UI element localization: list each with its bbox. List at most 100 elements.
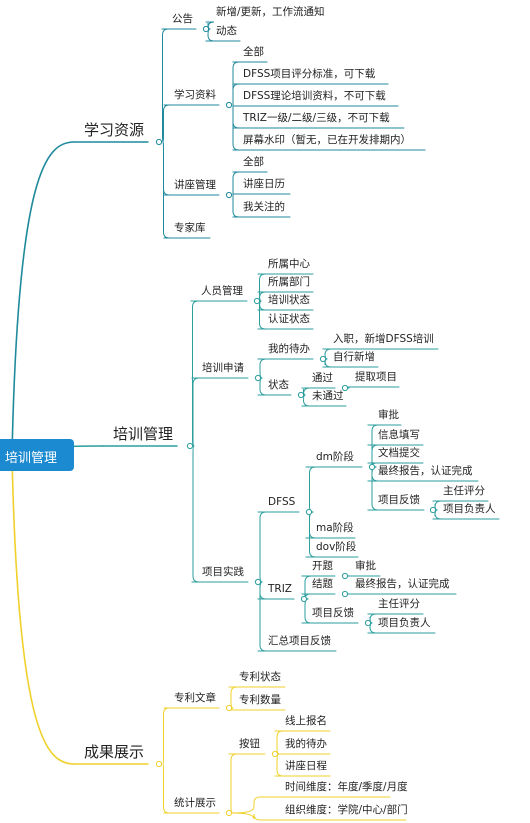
mind-map-node-2-1-2[interactable]: 组织维度：学院/中心/部门: [285, 804, 408, 816]
mind-map-node-2-1-0-0[interactable]: 线上报名: [285, 715, 327, 727]
collapse-dot-0-2[interactable]: [225, 191, 233, 199]
mind-map-collapse-dots: [155, 25, 437, 817]
edge-2: [11, 454, 75, 765]
branch-node-1[interactable]: 培训管理: [113, 425, 174, 443]
edge-2-0-0: [228, 686, 238, 709]
collapse-dot-1-2-1[interactable]: [300, 595, 308, 603]
edge-1-2-0-0: [305, 466, 316, 513]
mind-map-node-1-0-2[interactable]: 培训状态: [268, 294, 310, 306]
edge-1-2-0-0-4: [367, 466, 379, 511]
collapse-dot-1-1-1-0[interactable]: [341, 384, 349, 392]
collapse-dot-1-2-1-1[interactable]: [341, 590, 349, 598]
collapse-dot-1-2-1-0[interactable]: [341, 572, 349, 580]
mind-map-node-1-2-0-0-3[interactable]: 最终报告，认证完成: [378, 465, 473, 477]
collapse-dot-0[interactable]: [155, 138, 163, 146]
mind-map-node-2-1-0[interactable]: 按钮: [239, 738, 260, 750]
mind-map-node-1-2-1-1[interactable]: 结题: [312, 578, 333, 590]
mind-map-node-1-1-0[interactable]: 我的待办: [268, 343, 310, 355]
branch-node-2[interactable]: 成果展示: [84, 743, 145, 761]
mind-map-node-2-1-0-1[interactable]: 我的待办: [285, 738, 327, 750]
mind-map-node-1-0-0[interactable]: 所属中心: [268, 258, 310, 270]
collapse-dot-1-2-0-0-4[interactable]: [429, 506, 437, 514]
mind-map-node-1-2-0-0-0[interactable]: 审批: [378, 409, 399, 421]
mind-map-node-0-0[interactable]: 公告: [172, 13, 193, 25]
mind-map-node-1-1-1-1[interactable]: 未通过: [312, 390, 344, 402]
mind-map-node-0-2-2[interactable]: 我关注的: [243, 201, 285, 213]
mind-map-node-2-0-1[interactable]: 专利数量: [239, 694, 281, 706]
mind-map-node-0-3[interactable]: 专家库: [174, 222, 206, 234]
mind-map-node-1-2-1-2-1[interactable]: 项目负责人: [378, 617, 431, 629]
mind-map-node-0-2-1[interactable]: 讲座日历: [243, 178, 285, 190]
mind-map-node-1-2-1-0-0[interactable]: 审批: [355, 560, 376, 572]
collapse-dot-1-2[interactable]: [254, 578, 262, 586]
mind-map-node-1-1-1-0[interactable]: 通过: [312, 372, 333, 384]
mind-map-node-1-0[interactable]: 人员管理: [201, 285, 243, 297]
mind-map-node-1-1-0-1[interactable]: 自行新增: [333, 351, 375, 363]
mind-map-node-1-2-0-1[interactable]: ma阶段: [316, 522, 354, 534]
mind-map-node-1-0-3[interactable]: 认证状态: [268, 313, 310, 325]
collapse-dot-1[interactable]: [186, 442, 194, 450]
collapse-dot-2[interactable]: [155, 760, 163, 768]
collapse-dot-2-1-0[interactable]: [271, 750, 279, 758]
mind-map-node-0-1-3[interactable]: TRIZ一级/二级/三级，不可下载: [243, 112, 390, 124]
mind-map-node-1-2-0-0-2[interactable]: 文档提交: [378, 447, 420, 459]
mind-map-node-1-2-1-2[interactable]: 项目反馈: [312, 607, 354, 619]
mind-map-node-1-2-0-0-4[interactable]: 项目反馈: [378, 494, 420, 506]
mind-map-node-1-2[interactable]: 项目实践: [202, 566, 244, 578]
collapse-dot-1-1[interactable]: [254, 374, 262, 382]
mind-map-node-0-2-0[interactable]: 全部: [243, 156, 264, 168]
mind-map-node-2-0-0[interactable]: 专利状态: [239, 671, 281, 683]
mind-map-node-0-1-0[interactable]: 全部: [243, 46, 264, 58]
collapse-dot-0-0[interactable]: [202, 25, 210, 33]
edge-2-1-0-2: [274, 753, 284, 777]
edge-1-0-1: [257, 291, 266, 302]
mind-map-node-1-2-1-1-0[interactable]: 最终报告，认证完成: [355, 578, 450, 590]
collapse-dot-1-2-0-0[interactable]: [368, 463, 376, 471]
edge-1-0: [190, 300, 199, 447]
edge-2-0: [162, 707, 170, 765]
mind-map-node-1-2-0-0[interactable]: dm阶段: [316, 451, 354, 463]
collapse-dot-1-0[interactable]: [253, 297, 261, 305]
mind-map-node-1-2-0-0-4-0[interactable]: 主任评分: [443, 485, 485, 497]
root-node[interactable]: [0, 439, 74, 471]
mind-map-node-1-1-1[interactable]: 状态: [268, 379, 289, 391]
branch-node-0[interactable]: 学习资源: [84, 121, 145, 139]
mind-map-node-1-2-0-0-4-1[interactable]: 项目负责人: [443, 503, 496, 515]
mind-map-node-1-1-1-0-0[interactable]: 提取项目: [355, 371, 397, 383]
mind-map-node-2-1-1[interactable]: 时间维度：年度/季度/月度: [285, 781, 408, 793]
mind-map-node-1-2-1[interactable]: TRIZ: [268, 583, 292, 595]
mind-map-node-1-2-0-2[interactable]: dov阶段: [316, 541, 357, 553]
collapse-dot-1-2-1-2[interactable]: [364, 619, 372, 627]
mind-map-node-1-2-1-2-0[interactable]: 主任评分: [378, 598, 420, 610]
mind-map-node-0-1-2[interactable]: DFSS理论培训资料，不可下载: [243, 90, 386, 102]
mind-map-node-1-1[interactable]: 培训申请: [202, 362, 244, 374]
collapse-dot-1-1-1[interactable]: [297, 391, 305, 399]
mind-map-node-0-1-4[interactable]: 屏幕水印（暂无，已在开发排期内）: [243, 134, 411, 146]
mind-map-node-1-2-1-0[interactable]: 开题: [312, 560, 333, 572]
collapse-dot-1-1-0[interactable]: [319, 355, 327, 363]
collapse-dot-2-0[interactable]: [225, 704, 233, 712]
mind-map-node-0-0-0[interactable]: 新增/更新，工作流通知: [216, 6, 325, 18]
mind-map-node-0-1-1[interactable]: DFSS项目评分标准，可下载: [243, 68, 376, 80]
mind-map-node-1-2-0[interactable]: DFSS: [268, 496, 296, 508]
mind-map-node-2-1[interactable]: 统计展示: [174, 797, 216, 809]
collapse-dot-2-1[interactable]: [225, 809, 233, 817]
collapse-dot-0-1[interactable]: [225, 101, 233, 109]
mind-map-node-2-0[interactable]: 专利文章: [174, 692, 216, 704]
edge-2-1-1: [232, 796, 276, 814]
edge-1-2-1-2: [301, 598, 312, 624]
collapse-dot-1-2-0[interactable]: [305, 508, 313, 516]
mind-map-node-1-1-0-0[interactable]: 入职，新增DFSS培训: [333, 333, 434, 345]
edge-1-2-0-1: [305, 511, 316, 539]
mind-map-node-1-2-0-0-1[interactable]: 信息填写: [378, 429, 420, 441]
mind-map-node-1-2-2[interactable]: 汇总项目反馈: [268, 635, 331, 647]
mind-map-node-2-1-0-2[interactable]: 讲座日程: [285, 760, 327, 772]
edge-1-0-3: [257, 300, 266, 330]
edge-2-1-2: [232, 812, 276, 821]
mind-map-node-1-0-1[interactable]: 所属部门: [268, 276, 310, 288]
mind-map-node-0-2[interactable]: 讲座管理: [174, 179, 216, 191]
mind-map-node-0-0-1[interactable]: 动态: [216, 25, 237, 37]
mind-map-node-0-1[interactable]: 学习资料: [174, 89, 216, 101]
edge-2-1: [162, 763, 170, 814]
